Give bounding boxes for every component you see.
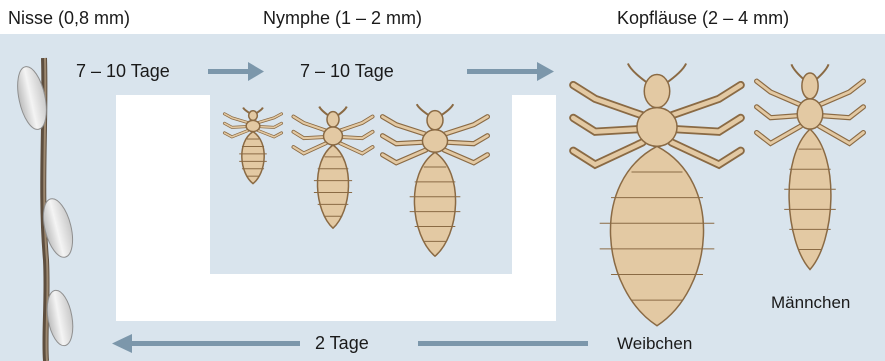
- nymph-small: [222, 106, 284, 191]
- label-male: Männchen: [771, 293, 850, 313]
- louse-male: [752, 60, 868, 281]
- nymph-large: [378, 101, 492, 266]
- arrow-nymph-to-adult: [467, 62, 554, 81]
- nymph-medium: [290, 104, 376, 237]
- duration-nymph-to-adult: 7 – 10 Tage: [300, 61, 394, 82]
- hair-with-nits: [13, 58, 78, 361]
- louse-female: [566, 58, 748, 339]
- duration-adult-to-nit: 2 Tage: [315, 333, 369, 354]
- label-female: Weibchen: [617, 334, 692, 354]
- duration-nit-to-nymph: 7 – 10 Tage: [76, 61, 170, 82]
- arrow-nit-to-nymph: [208, 62, 264, 81]
